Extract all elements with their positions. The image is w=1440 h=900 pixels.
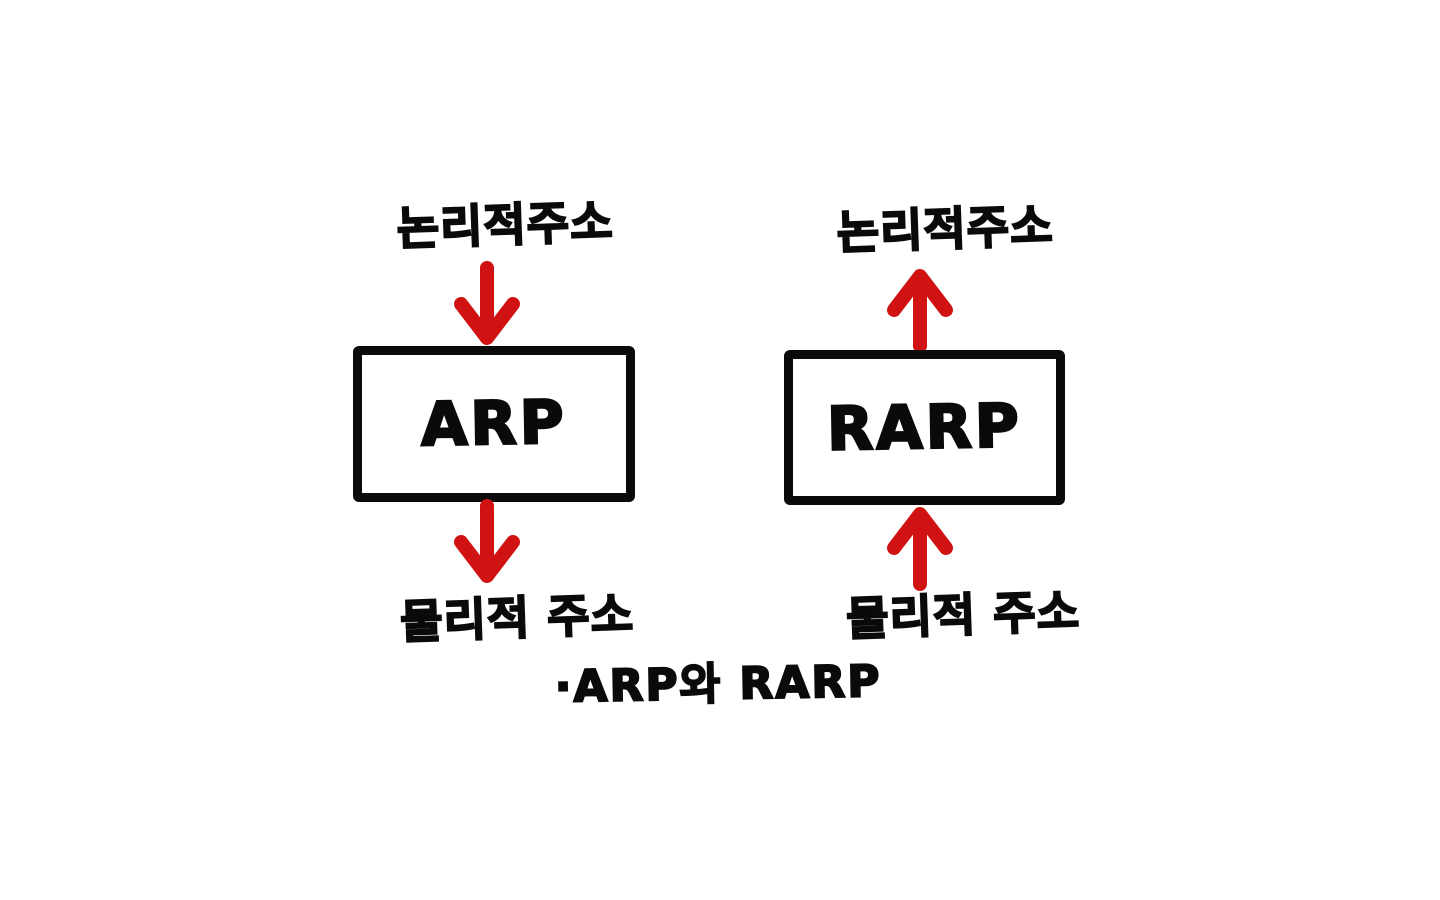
diagram-caption: ·ARP와 RARP — [553, 655, 883, 714]
arrow-up-icon — [880, 500, 960, 592]
left-logical-address-label: 논리적주소 — [395, 193, 615, 257]
arrow-up-icon — [880, 262, 960, 354]
right-physical-address-label: 물리적 주소 — [844, 583, 1081, 647]
rarp-box-label: RARP — [825, 390, 1024, 466]
left-physical-address-label: 물리적 주소 — [398, 586, 635, 650]
arp-box-label: ARP — [419, 386, 568, 461]
arrow-down-icon — [447, 498, 527, 590]
right-logical-address-label: 논리적주소 — [835, 197, 1055, 261]
rarp-box: RARP — [784, 350, 1065, 505]
arp-box: ARP — [353, 346, 635, 502]
arrow-down-icon — [447, 260, 527, 352]
